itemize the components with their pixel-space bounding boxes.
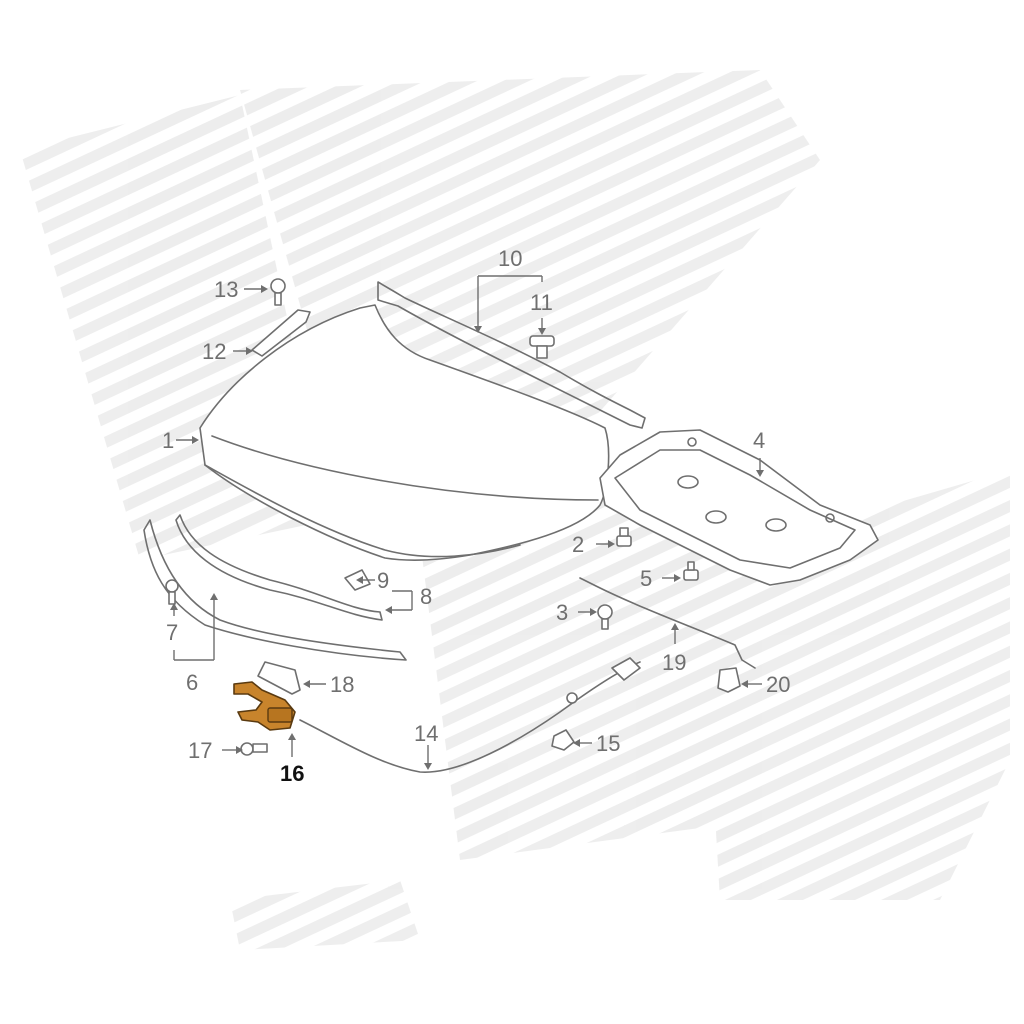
fastener-part-2	[616, 527, 632, 547]
callout-8: 8	[420, 584, 432, 609]
callout-15: 15	[596, 731, 620, 756]
clip-part-7	[165, 579, 179, 605]
rod-holder-part-20	[717, 667, 741, 693]
clip-part-11	[529, 335, 555, 359]
hood-insulator-pad	[599, 429, 879, 586]
callout-13: 13	[214, 277, 238, 302]
callout-3: 3	[556, 600, 568, 625]
callout-19: 19	[662, 650, 686, 675]
fastener-part-5	[683, 561, 699, 581]
callout-18: 18	[330, 672, 354, 697]
bolt-part-17	[240, 742, 268, 756]
callout-5: 5	[640, 566, 652, 591]
release-cable-part-14	[299, 657, 641, 773]
fastener-part-3	[597, 604, 613, 630]
hood-support-rod	[579, 577, 756, 669]
callout-11: 11	[530, 290, 553, 315]
clip-part-15	[551, 729, 575, 751]
callout-16-highlighted: 16	[280, 761, 304, 786]
hood-latch-part-16	[233, 681, 296, 731]
callout-7: 7	[166, 620, 178, 645]
front-seal-strips	[143, 514, 407, 661]
hinge-bracket-part-12	[251, 309, 311, 357]
callout-4: 4	[753, 428, 765, 453]
callout-1: 1	[162, 428, 174, 453]
callout-14: 14	[414, 721, 438, 746]
latch-cover-part-18	[257, 661, 301, 695]
callout-12: 12	[202, 339, 226, 364]
bolt-part-13	[270, 278, 286, 306]
callout-6: 6	[186, 670, 198, 695]
callout-9: 9	[377, 568, 389, 593]
leader-lines	[170, 275, 764, 770]
callout-10: 10	[498, 246, 522, 271]
callout-2: 2	[572, 532, 584, 557]
callout-20: 20	[766, 672, 790, 697]
callout-labels: 13 12 1 10 11 4 2 5 3 19 20 7 6 9 8 18 1…	[162, 246, 790, 786]
hood-panel	[199, 304, 610, 561]
callout-17: 17	[188, 738, 212, 763]
